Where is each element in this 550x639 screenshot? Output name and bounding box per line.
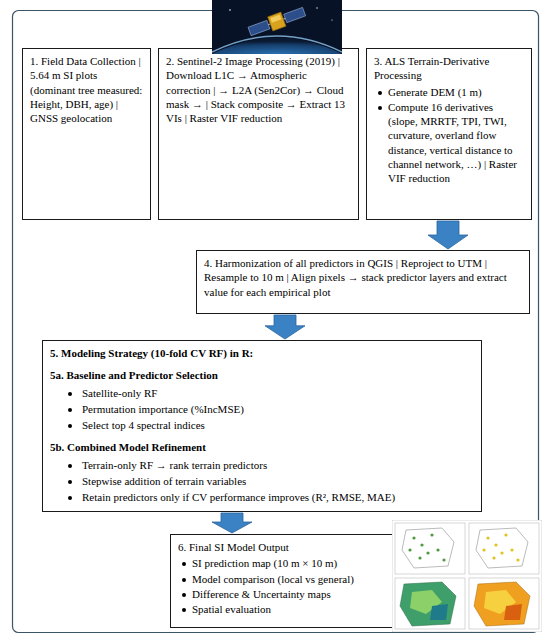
bullet-item: Retain predictors only if CV performance…: [50, 490, 474, 504]
bullet-item: Compute 16 derivatives (slope, MRRTF, TP…: [374, 100, 524, 186]
bullet-item: Permutation importance (%IncMSE): [50, 402, 474, 416]
box-title: 4. Harmonization of all predictors in QG…: [204, 256, 522, 299]
bullet-item: Stepwise addition of terrain variables: [50, 474, 474, 488]
block-arrow: [265, 315, 305, 339]
map-thumbnail: [392, 520, 542, 632]
bullet-item: Difference & Uncertainty maps: [178, 587, 388, 601]
bullet-item: Model comparison (local vs general): [178, 572, 388, 586]
process-box: 6. Final SI Model Output SI prediction ma…: [170, 534, 396, 628]
bullet-item: Spatial evaluation: [178, 602, 388, 616]
box-title: 3. ALS Terrain-Derivative Processing: [374, 54, 524, 83]
section-heading: 5b. Combined Model Refinement: [50, 440, 474, 454]
box-title: 2. Sentinel-2 Image Processing (2019) | …: [166, 54, 351, 125]
bullet-item: Select top 4 spectral indices: [50, 418, 474, 432]
block-arrow: [212, 513, 252, 533]
box-title: 1. Field Data Collection | 5.64 m SI plo…: [30, 54, 143, 125]
box-title: 5. Modeling Strategy (10-fold CV RF) in …: [50, 346, 474, 360]
bullet-item: Terrain-only RF → rank terrain predictor…: [50, 458, 474, 472]
bullet-item: Generate DEM (1 m): [374, 85, 524, 99]
process-box: 5. Modeling Strategy (10-fold CV RF) in …: [42, 340, 482, 512]
process-box: 2. Sentinel-2 Image Processing (2019) | …: [158, 48, 359, 220]
process-box: 3. ALS Terrain-Derivative ProcessingGene…: [366, 48, 532, 220]
bullet-item: Satellite-only RF: [50, 386, 474, 400]
process-box: 4. Harmonization of all predictors in QG…: [196, 250, 530, 314]
process-box: 1. Field Data Collection | 5.64 m SI plo…: [22, 48, 151, 220]
satellite-illustration: [212, 0, 342, 54]
bullet-item: SI prediction map (10 m × 10 m): [178, 556, 388, 570]
section-heading: 5a. Baseline and Predictor Selection: [50, 368, 474, 382]
block-arrow: [428, 221, 468, 249]
box-title: 6. Final SI Model Output: [178, 540, 388, 554]
